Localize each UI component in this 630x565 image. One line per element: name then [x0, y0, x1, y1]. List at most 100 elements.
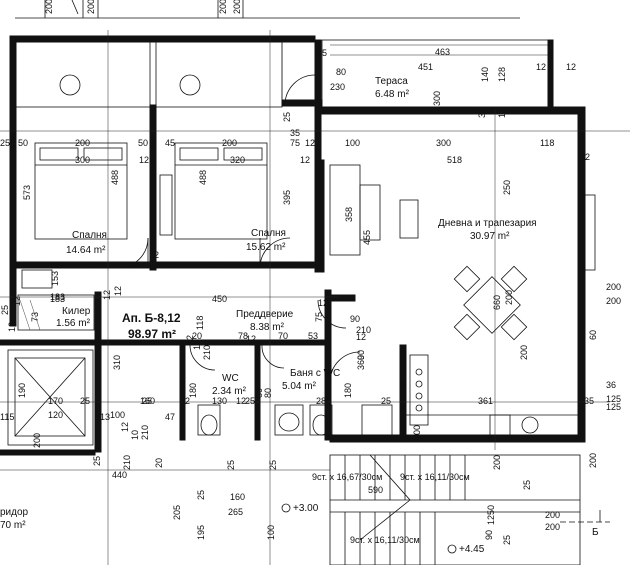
wc-bowl-icon [59, 74, 81, 96]
dining-table-icon [463, 276, 521, 334]
section-marker-label: Б [592, 527, 599, 538]
dimension-label: 73 [30, 312, 40, 322]
staircase [329, 454, 581, 565]
level-markers: +3.00 +4.45 [281, 503, 485, 555]
dimension-label: 125 [606, 402, 621, 412]
dimension-label: 36 [606, 380, 616, 390]
dimension-label: 360 [356, 355, 366, 370]
dimension-label: 25 [80, 396, 90, 406]
dimension-label: 160 [230, 492, 245, 502]
dimension-label: 250 [502, 180, 512, 195]
dimension-label: 12 [102, 290, 112, 300]
dimension-label: 75 [314, 312, 324, 322]
dimension-label: 12 [246, 334, 256, 344]
dimension-label: 451 [418, 62, 433, 72]
dimension-label: 12 [356, 332, 366, 342]
dimension-label: 25 [381, 396, 391, 406]
dimension-label: 50 [18, 138, 28, 148]
room-name-hall: Преддверие [236, 309, 294, 320]
dimension-label: 25 [196, 490, 206, 500]
dimension-label: 183 [50, 294, 65, 304]
dimension-label: 205 [172, 505, 182, 520]
dimension-label: 12 [300, 155, 310, 165]
dimension-label: 200 [222, 138, 237, 148]
dimension-label: 45 [165, 138, 175, 148]
dimension-label: 300 [432, 91, 442, 106]
dimension-label: 153 [50, 271, 60, 286]
room-name-living: Дневна и трапезария [438, 218, 537, 229]
dimension-label: 1250 [486, 505, 496, 525]
dimension-label: 300 [436, 138, 451, 148]
top-dimension-labels: 200 200 200 200 [44, 0, 242, 14]
dimension-label: 200 [545, 522, 560, 532]
dimension-label: 12 [139, 155, 149, 165]
closet [17, 294, 95, 331]
dimension-label: 358 [344, 207, 354, 222]
dimension-label: 450 [212, 294, 227, 304]
bedroom2-bed-icon [159, 142, 268, 240]
dimension-label: 35 [584, 396, 594, 406]
dimension-label: 440 [112, 470, 127, 480]
dimension-label: 518 [447, 155, 462, 165]
dimension-label: 90 [350, 314, 360, 324]
stair-label-lower: 9ст. х 16,11/30см [350, 535, 420, 545]
dimension-label: 25 [502, 535, 512, 545]
dimension-label: 200 [588, 453, 598, 468]
dimension-label: 200 [75, 138, 90, 148]
dimension-label: 90 [356, 350, 366, 360]
dimension-label: 10 [192, 340, 202, 350]
room-area-living: 30.97 m² [470, 231, 510, 242]
door-swings [117, 237, 361, 383]
dimension-label: 210 [356, 325, 371, 335]
dimension-label: 25 [0, 138, 10, 148]
dimension-label: 12 [305, 138, 315, 148]
dimension-label: 25 [522, 480, 532, 490]
dimension-label: 12 [185, 335, 195, 345]
dimension-label: 160 [140, 396, 155, 406]
dimension-label: 200 [412, 425, 422, 440]
dimension-label: 12 [236, 396, 246, 406]
dimension-label: 115 [0, 412, 14, 422]
dim-label: 200 [86, 0, 96, 14]
dimension-label: 12 [180, 396, 190, 406]
dimension-label: 200 [492, 455, 502, 470]
dimension-label: 183 [50, 292, 65, 302]
top-dimension-strip [15, 0, 520, 19]
dimension-label: 35 [290, 128, 300, 138]
dimension-label: 70 [278, 331, 288, 341]
dimension-label: 128 [497, 67, 507, 82]
dimension-label: 190 [17, 383, 27, 398]
dimension-label: 25 [88, 260, 98, 270]
room-name-corridor: ридор [0, 507, 29, 518]
elevator-shaft [7, 349, 94, 446]
level-marker-2: +4.45 [459, 544, 485, 555]
dimension-label: 10 [130, 430, 140, 440]
dimension-label: 265 [228, 507, 243, 517]
outer-walls [0, 35, 586, 456]
dimension-label: 120 [48, 410, 63, 420]
room-name-wc: WC [222, 373, 239, 384]
dimension-label: 53 [308, 331, 318, 341]
dimension-label: 118 [540, 138, 554, 148]
dimension-label: 210 [122, 455, 132, 470]
dimension-label: 300 [75, 155, 90, 165]
room-area-bath: 5.04 m² [282, 381, 317, 392]
dimension-label: 200 [606, 282, 621, 292]
room-area-terrace: 6.48 m² [375, 89, 410, 100]
room-name-terrace: Тераса [375, 76, 408, 87]
dimension-label: 200 [32, 433, 42, 448]
dimension-label: 12 [12, 296, 22, 306]
dimension-label: 25 [226, 460, 236, 470]
dimension-label: 12 [566, 62, 576, 72]
room-area-hall: 8.38 m² [250, 322, 285, 333]
dimension-label: 463 [435, 47, 450, 57]
dimension-label: 25 [142, 396, 152, 406]
dimension-label: 20 [154, 458, 164, 468]
stair-landing-dim: 590 [368, 485, 383, 495]
room-area-corridor: 70 m² [0, 520, 26, 531]
room-name-bedroom1: Спалня [72, 230, 107, 241]
top-rooms [15, 41, 323, 108]
section-line: Б [560, 510, 610, 538]
